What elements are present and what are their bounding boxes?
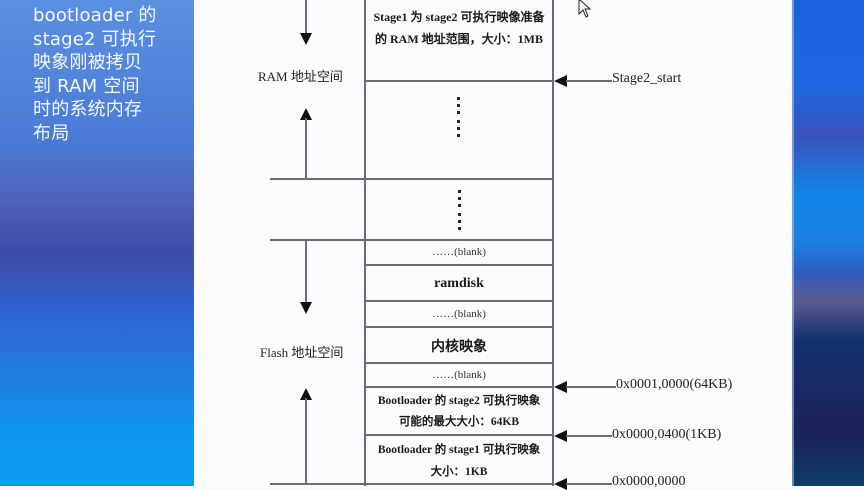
cell-stage2: Bootloader 的 stage2 可执行映象 可能的最大大小：64KB [365, 391, 553, 433]
arrow-down-icon [300, 302, 312, 314]
slide-title: bootloader 的 stage2 可执行 映象刚被拷贝 到 RAM 空间 … [33, 4, 183, 145]
left-title-panel: bootloader 的 stage2 可执行 映象刚被拷贝 到 RAM 空间 … [0, 0, 194, 486]
divider [364, 80, 554, 82]
ellipsis-vertical-icon [458, 190, 461, 234]
mouse-cursor-icon [578, 0, 592, 18]
ellipsis-vertical-icon [457, 97, 460, 141]
title-line: 映象刚被拷贝 [33, 52, 143, 73]
ram-up-arrow-line [305, 118, 307, 179]
cell-line: Bootloader 的 stage2 可执行映象 [377, 395, 541, 407]
cell-kernel-image: 内核映象 [431, 340, 487, 355]
cell-stage1: Bootloader 的 stage1 可执行映象 大小：1KB [365, 439, 553, 483]
divider [364, 362, 554, 364]
divider-flash-start [270, 239, 554, 241]
ram-down-arrow-line [305, 0, 307, 34]
pointer-line [566, 483, 612, 485]
divider [364, 264, 554, 266]
pointer-line [566, 80, 612, 82]
cell-blank-3: ……(blank) [432, 369, 486, 381]
cell-ram-range: Stage1 为 stage2 可执行映像准备 的 RAM 地址范围，大小：1M… [365, 6, 553, 50]
cell-blank-1: ……(blank) [432, 246, 486, 258]
divider-ram-end [270, 178, 554, 180]
arrow-up-icon [300, 108, 312, 120]
ram-address-space-label: RAM 地址空间 [258, 69, 343, 84]
arrow-down-icon [300, 33, 312, 45]
cell-line: 大小：1KB [430, 466, 488, 478]
divider [364, 434, 554, 436]
title-line: 到 RAM 空间 [33, 75, 140, 97]
stage2-start-label: Stage2_start [612, 71, 682, 86]
box-left-border [364, 0, 366, 486]
flash-down-arrow-line [305, 240, 307, 304]
flash-up-arrow-line [305, 398, 307, 484]
cell-line: Stage1 为 stage2 可执行映像准备 [373, 10, 545, 24]
divider [364, 300, 554, 302]
arrow-left-icon [554, 381, 567, 393]
arrow-left-icon [554, 75, 567, 87]
cell-line: 的 RAM 地址范围，大小：1MB [375, 32, 543, 46]
title-line: 布局 [33, 122, 70, 144]
address-0-label: 0x0000,0000 [612, 474, 686, 489]
divider-bottom [270, 483, 554, 485]
title-line: 时的系统内存 [33, 99, 143, 120]
address-64kb-label: 0x0001,0000(64KB) [616, 377, 733, 392]
pointer-line [566, 386, 616, 388]
box-right-border [552, 0, 554, 486]
cell-line: Bootloader 的 stage1 可执行映象 [377, 444, 541, 456]
title-line: stage2 可执行 [33, 28, 157, 50]
divider [364, 386, 554, 388]
address-1kb-label: 0x0000,0400(1KB) [612, 427, 722, 442]
flash-address-space-label: Flash 地址空间 [260, 345, 344, 360]
pointer-line [566, 435, 612, 437]
cell-line: 可能的最大大小：64KB [398, 416, 520, 428]
divider [364, 326, 554, 328]
arrow-left-icon [554, 430, 567, 442]
cell-blank-2: ……(blank) [432, 308, 486, 320]
cell-ramdisk: ramdisk [434, 276, 484, 291]
title-line: bootloader 的 [33, 5, 157, 26]
arrow-up-icon [300, 388, 312, 400]
right-decor-panel [792, 0, 864, 486]
